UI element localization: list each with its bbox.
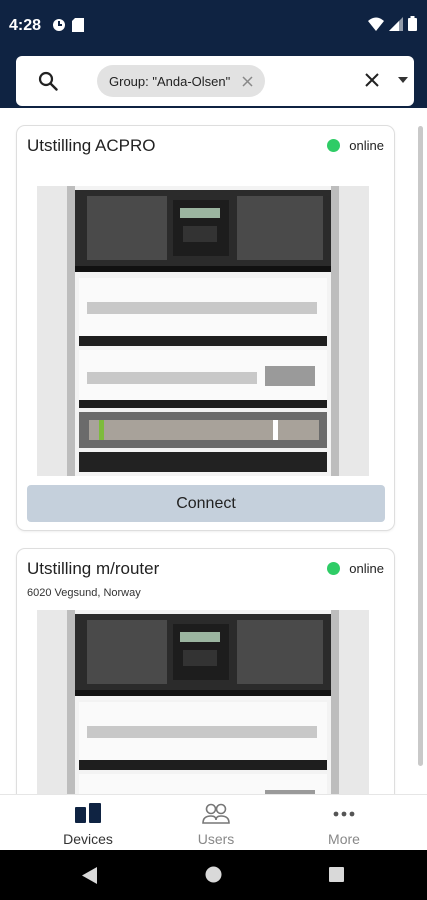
app-header: 4:28 Group: "Anda-Olsen <box>0 0 427 108</box>
sd-card-icon <box>72 18 84 32</box>
nav-tab-users[interactable]: Users <box>145 795 287 851</box>
status-notification-icons <box>52 18 84 32</box>
connect-button-label: Connect <box>176 494 236 512</box>
list-scrollbar[interactable] <box>418 126 423 766</box>
sync-status-icon <box>53 19 65 31</box>
device-card[interactable]: Utstilling m/router online 6020 Vegsund,… <box>17 549 394 794</box>
device-name: Utstilling ACPRO <box>27 136 156 155</box>
device-status: online <box>327 138 384 153</box>
group-filter-chip[interactable]: Group: "Anda-Olsen" <box>97 65 266 97</box>
status-system-icons <box>368 16 417 31</box>
device-status-label: online <box>349 138 384 153</box>
device-name: Utstilling m/router <box>27 559 160 578</box>
nav-label: Users <box>197 831 235 847</box>
device-status-label: online <box>349 561 384 576</box>
online-status-dot <box>327 562 341 575</box>
nav-label: Devices <box>63 831 113 847</box>
nav-label: More <box>328 831 360 847</box>
online-status-dot <box>327 139 341 152</box>
group-filter-chip-label: Group: "Anda-Olsen" <box>109 73 231 89</box>
more-icon <box>333 811 355 817</box>
device-card[interactable]: Utstilling ACPRO online <box>17 126 394 530</box>
device-list[interactable]: Utstilling ACPRO online <box>0 108 427 794</box>
nav-tab-devices[interactable]: Devices <box>17 795 159 851</box>
search-icon[interactable] <box>38 71 58 91</box>
device-rack-image <box>37 186 369 476</box>
device-rack-image <box>37 610 369 794</box>
devices-icon <box>75 803 101 823</box>
recents-icon[interactable] <box>329 867 344 882</box>
clear-search-icon[interactable] <box>364 72 380 88</box>
status-time: 4:28 <box>9 17 42 34</box>
cell-signal-icon <box>389 16 403 31</box>
status-bar: 4:28 <box>0 0 427 50</box>
wifi-icon <box>368 17 384 31</box>
bottom-navigation: Devices Users More <box>0 794 427 850</box>
connect-button[interactable]: Connect <box>27 485 385 522</box>
device-address: 6020 Vegsund, Norway <box>27 587 141 599</box>
home-icon[interactable] <box>205 866 222 883</box>
search-bar[interactable]: Group: "Anda-Olsen" <box>16 56 414 106</box>
users-icon <box>202 803 230 824</box>
back-icon[interactable] <box>82 867 97 884</box>
dropdown-arrow-icon[interactable] <box>398 77 408 83</box>
chip-close-icon[interactable] <box>242 75 253 87</box>
system-navigation-bar <box>0 850 427 900</box>
nav-tab-more[interactable]: More <box>273 795 415 851</box>
battery-icon <box>408 16 417 31</box>
device-status: online <box>327 561 384 576</box>
